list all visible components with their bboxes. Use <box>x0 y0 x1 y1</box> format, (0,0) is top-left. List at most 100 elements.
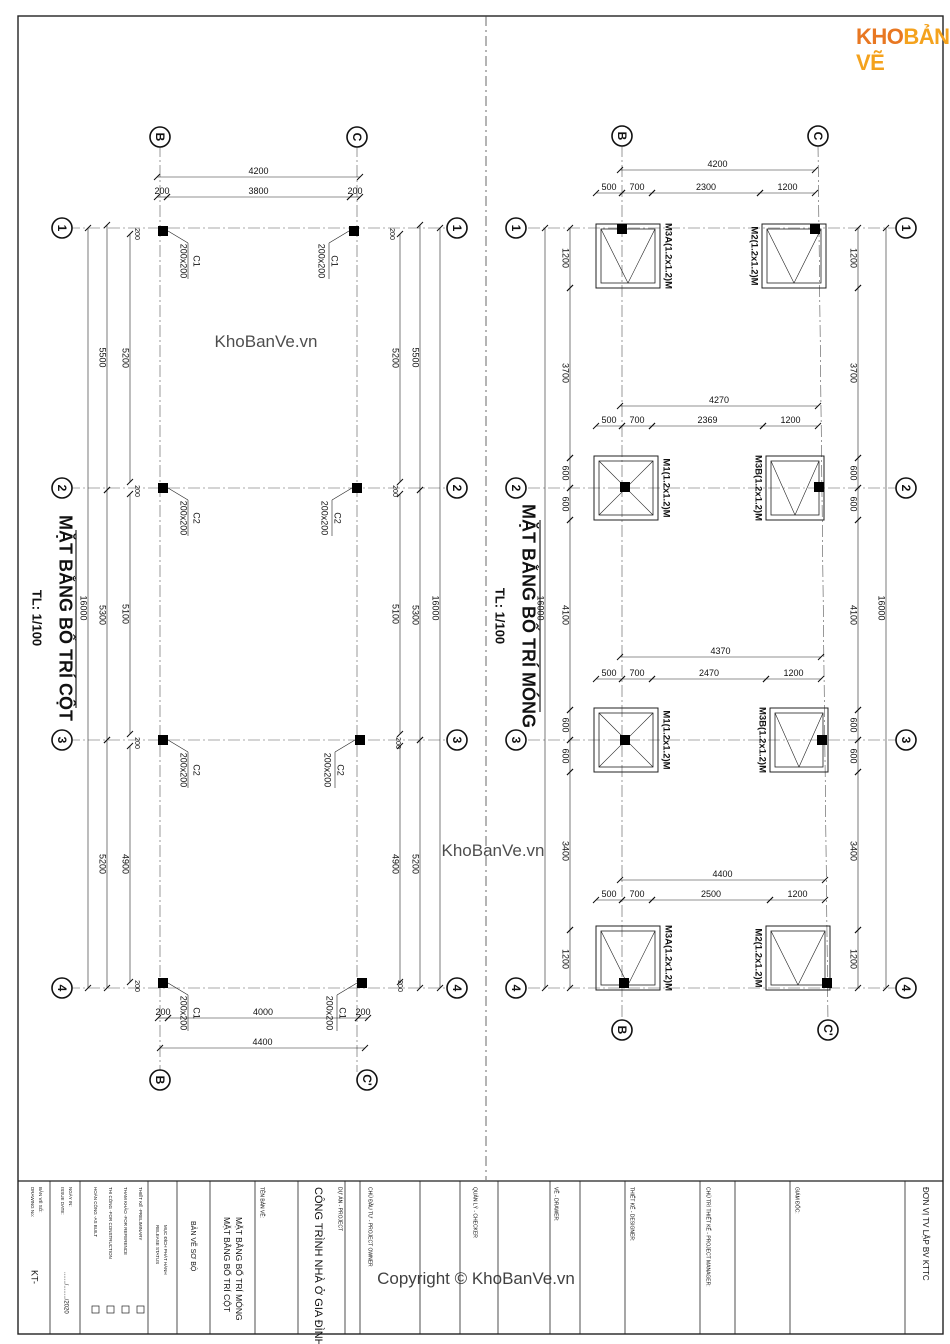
right-dim-1200-top-text: 1200 <box>849 248 859 268</box>
top-dim-overall-text: 4200 <box>248 166 268 176</box>
grid-bubble-bottom-B: B <box>611 1019 633 1041</box>
project-label: DỰ ÁN - PROJECT <box>337 1187 344 1231</box>
right-dim-1200-bottom-text: 1200 <box>849 949 859 969</box>
grid-bubble-circle <box>895 977 917 999</box>
grid-bubble-circle <box>611 1019 633 1041</box>
brand-logo: KHOBẢN VẼ <box>856 24 950 75</box>
grid-bubble-circle <box>149 1069 171 1091</box>
row1-dim-overall-ticks <box>616 166 819 174</box>
grid-bubble-circle <box>895 217 917 239</box>
column-name: C1 <box>192 1007 202 1019</box>
bottom-dim-overall-text: 4400 <box>252 1037 272 1047</box>
grid-bubble-label: 2 <box>899 485 913 492</box>
grid-bubble-circle <box>51 729 73 751</box>
bottom-dim-overall-ticks <box>156 1044 369 1052</box>
left-dim-3700-text: 3700 <box>561 363 571 383</box>
grid-bubble-circle <box>51 217 73 239</box>
footing-row1-right: M2(1.2x1.2)M <box>748 223 827 289</box>
drawing-no-value: KT- <box>30 1270 40 1284</box>
left-dim-clear-1-text: 5200 <box>121 348 131 368</box>
bottom-dim-mid-text: 4000 <box>253 1007 273 1017</box>
grid-bubble-label: 1 <box>55 225 69 232</box>
plan-title: MẶT BẰNG BỐ TRÍ MÓNG <box>518 504 539 728</box>
grid-bubble-right-3: 3 <box>446 729 468 751</box>
project-name: CÔNG TRÌNH NHÀ Ở GIA ĐÌNH <box>312 1187 325 1344</box>
grid-bubble-label: B <box>615 1026 629 1035</box>
column-leader <box>167 487 189 501</box>
row2-dim-c-text: 2369 <box>697 415 717 425</box>
grid-bubble-label: B <box>153 1076 167 1085</box>
footing-diag <box>797 930 826 986</box>
column-marker <box>158 978 168 988</box>
left-dim-600-b-text: 600 <box>561 496 571 511</box>
grid-bubble-circle <box>346 126 368 148</box>
left-dim-overall-ticks <box>84 224 92 992</box>
right-dim-600-d-text: 600 <box>849 748 859 763</box>
column-size: 200x200 <box>179 996 189 1031</box>
grid-bubble-label: 4 <box>899 985 913 992</box>
row3-dim-a-text: 500 <box>601 668 616 678</box>
right-dim-outer-1-text: 5500 <box>411 347 421 367</box>
grid-bubble-circle <box>446 977 468 999</box>
footing-diag <box>794 460 820 516</box>
column-marker <box>814 482 824 492</box>
grid-bubble-label: 4 <box>509 985 523 992</box>
grid-bubble-label: 3 <box>509 737 523 744</box>
column-marker <box>822 978 832 988</box>
right-dim-overall-text: 16000 <box>431 595 441 620</box>
column-size: 200x200 <box>323 753 333 788</box>
grid-bubble-left-1: 1 <box>51 217 73 239</box>
column-leader <box>167 230 189 244</box>
right-dim-clear-3-ticks <box>396 742 404 986</box>
footing-diag <box>774 712 800 768</box>
grid-bubble-label: C <box>811 132 825 141</box>
left-dim-1200-bottom-ticks <box>566 926 574 992</box>
row4-dim-b-text: 700 <box>629 889 644 899</box>
column-marker <box>620 482 630 492</box>
footing-outline <box>593 707 659 773</box>
column-marker <box>617 224 627 234</box>
row2-dim-a-text: 500 <box>601 415 616 425</box>
company-name: ĐƠN VỊ TV LẬP BV KTTC <box>921 1187 930 1281</box>
sheet-border <box>17 15 944 1335</box>
status-item-1: THIẾT KẾ -PRELIMINARY <box>138 1187 144 1240</box>
right-dim-overall-ticks <box>436 224 444 992</box>
grid-bubble-left-3: 3 <box>505 729 527 751</box>
right-dim-clear-2-ticks <box>396 490 404 738</box>
grid-bubble-label: B <box>153 133 167 142</box>
left-dim-1200-bottom-text: 1200 <box>561 949 571 969</box>
footing-label: M3A(1.2x1.2)M <box>662 223 673 289</box>
column-marker <box>620 735 630 745</box>
grid-bubble-label: 3 <box>899 737 913 744</box>
row3-dim-overall-text: 4370 <box>710 646 730 656</box>
grid-bubble-circle <box>895 729 917 751</box>
grid-bubble-circle <box>446 477 468 499</box>
grid-bubble-right-3: 3 <box>895 729 917 751</box>
grid-bubble-label: 2 <box>450 485 464 492</box>
footing-outline <box>593 455 659 521</box>
column-offset-dim: 200 <box>133 980 140 992</box>
release-status-2: RELEASE STATUS <box>155 1225 160 1264</box>
column-marker <box>352 483 362 493</box>
left-dim-4100-text: 4100 <box>561 605 571 625</box>
column-leader <box>167 739 189 753</box>
grid-bubble-label: 1 <box>450 225 464 232</box>
bottom-dim-right-text: 200 <box>355 1007 370 1017</box>
checker-label: QUẢN LÝ - CHECKER <box>472 1187 479 1238</box>
status-checkbox-4 <box>91 1305 100 1314</box>
grid-bubble-label: B <box>615 132 629 141</box>
grid-bubble-top-C: C <box>346 126 368 148</box>
column-size: 200x200 <box>317 244 327 279</box>
owner-label: CHỦ ĐẦU TƯ - PROJECT OWNER <box>367 1187 374 1267</box>
footing-label: M2(1.2x1.2)M <box>752 928 763 987</box>
grid-axis-C <box>817 144 829 1023</box>
grid-bubble-circle <box>817 1019 839 1041</box>
footing-outline <box>769 707 829 773</box>
grid-bubble-bottom-B: B <box>149 1069 171 1091</box>
row4-dim-d-text: 1200 <box>787 889 807 899</box>
column-marker <box>619 978 629 988</box>
grid-bubble-circle <box>446 217 468 239</box>
row1-dim-d-text: 1200 <box>777 182 797 192</box>
